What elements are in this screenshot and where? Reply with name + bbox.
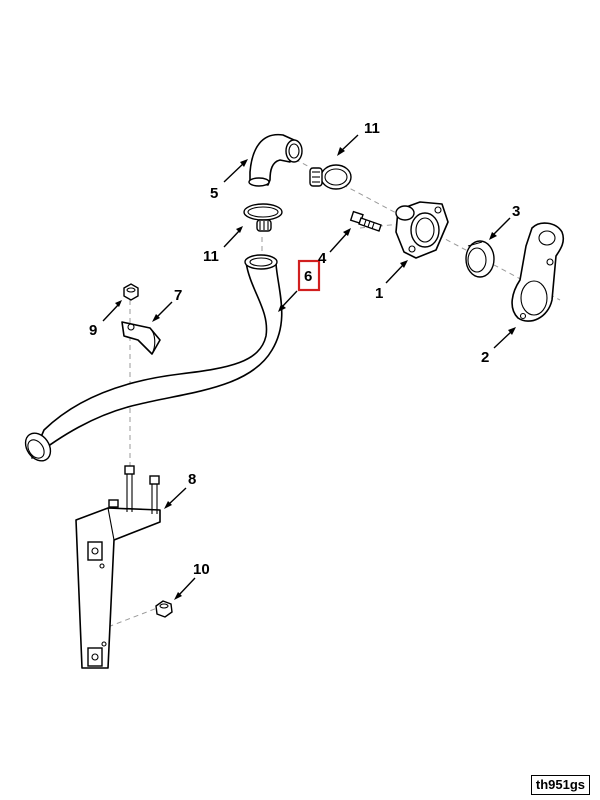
callout-8[interactable]: 8 bbox=[188, 471, 196, 488]
callout-3[interactable]: 3 bbox=[512, 203, 520, 220]
callout-7[interactable]: 7 bbox=[174, 287, 182, 304]
tube-clip-bracket bbox=[121, 321, 161, 355]
coolant-tube bbox=[24, 254, 283, 462]
elbow-hose bbox=[248, 133, 303, 187]
callout-10[interactable]: 10 bbox=[193, 561, 210, 578]
callout-9[interactable]: 9 bbox=[89, 322, 97, 339]
callout-4[interactable]: 4 bbox=[318, 250, 327, 267]
callout-6[interactable]: 6 bbox=[304, 268, 312, 285]
flange-bolt bbox=[349, 210, 382, 232]
callout-2[interactable]: 2 bbox=[481, 349, 489, 366]
hex-nut-lower bbox=[155, 600, 173, 618]
hose-clamp-lower bbox=[243, 203, 283, 232]
support-bracket bbox=[75, 465, 161, 669]
callout-11-upper[interactable]: 11 bbox=[364, 120, 380, 137]
callout-5[interactable]: 5 bbox=[210, 185, 218, 202]
highlight-box bbox=[297, 259, 321, 292]
sealing-ring bbox=[465, 240, 495, 278]
drawing-id-label: th951gs bbox=[530, 775, 590, 795]
gasket bbox=[511, 222, 565, 322]
water-outlet-connector bbox=[395, 201, 449, 259]
hex-nut-upper bbox=[123, 283, 139, 301]
callout-labels: 1 2 3 4 5 6 7 8 9 10 11 11 bbox=[89, 120, 520, 578]
callout-1[interactable]: 1 bbox=[375, 285, 383, 302]
callout-11-lower[interactable]: 11 bbox=[203, 248, 219, 265]
hose-clamp-upper bbox=[309, 164, 352, 190]
leader-lines bbox=[102, 134, 516, 600]
